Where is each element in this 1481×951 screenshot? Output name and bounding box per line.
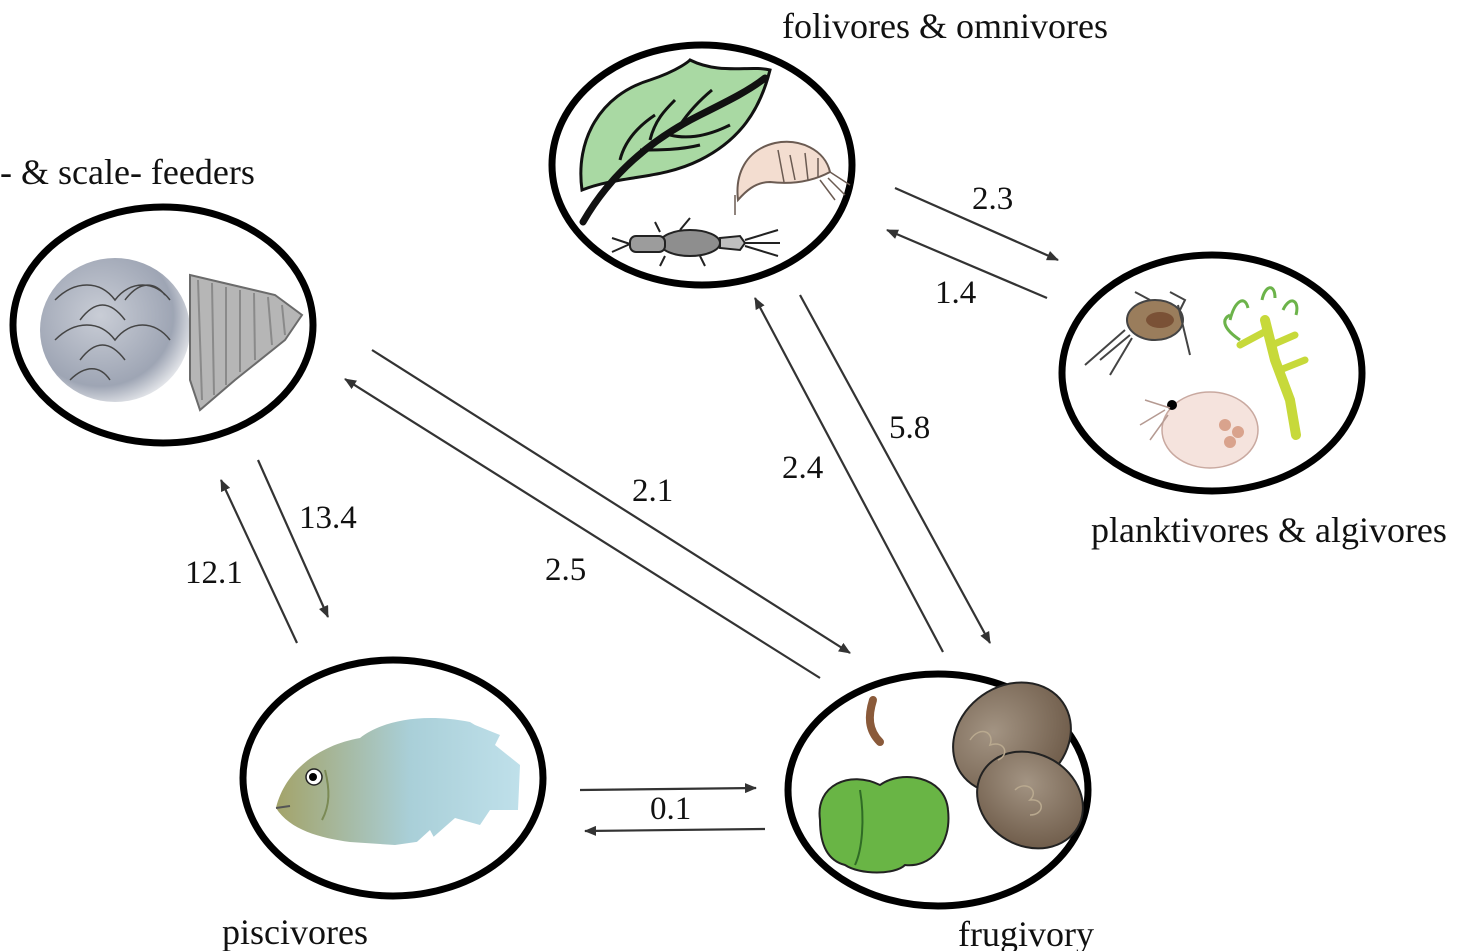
rate-frugivory-to-folivores: 2.4	[782, 450, 823, 486]
rate-planktivores-to-folivores: 1.4	[935, 275, 976, 311]
node-label-fin-scale: - & scale- feeders	[0, 152, 255, 192]
rate-folivores-to-planktivores: 2.3	[972, 181, 1013, 217]
rate-piscivores-to-finscale: 12.1	[185, 555, 243, 591]
rate-piscivores-frugivory: 0.1	[650, 791, 691, 827]
node-planktivores	[1062, 255, 1362, 491]
node-piscivores	[243, 660, 543, 896]
node-label-frugivory: frugivory	[958, 914, 1094, 951]
node-fin-scale	[13, 207, 313, 443]
rate-folivores-to-frugivory: 5.8	[889, 410, 930, 446]
node-frugivory	[788, 660, 1101, 906]
node-label-planktivores: planktivores & algivores	[1091, 510, 1447, 550]
fish-scales-icon	[40, 258, 190, 402]
rate-finscale-to-frugivory: 2.1	[632, 473, 673, 509]
edge-frugivory-to-finscale	[345, 379, 820, 678]
edge-finscale-to-frugivory	[372, 350, 850, 653]
node-folivores	[552, 45, 852, 285]
rate-frugivory-to-finscale: 2.5	[545, 552, 586, 588]
edge-finscale-to-piscivores	[258, 460, 328, 617]
edge-piscivores-to-frugivory	[580, 788, 756, 790]
node-label-folivores: folivores & omnivores	[782, 6, 1108, 46]
rate-finscale-to-piscivores: 13.4	[299, 500, 357, 536]
edge-frugivory-to-piscivores	[585, 829, 765, 831]
node-label-piscivores: piscivores	[222, 912, 368, 951]
edge-folivores-to-frugivory	[800, 295, 990, 643]
